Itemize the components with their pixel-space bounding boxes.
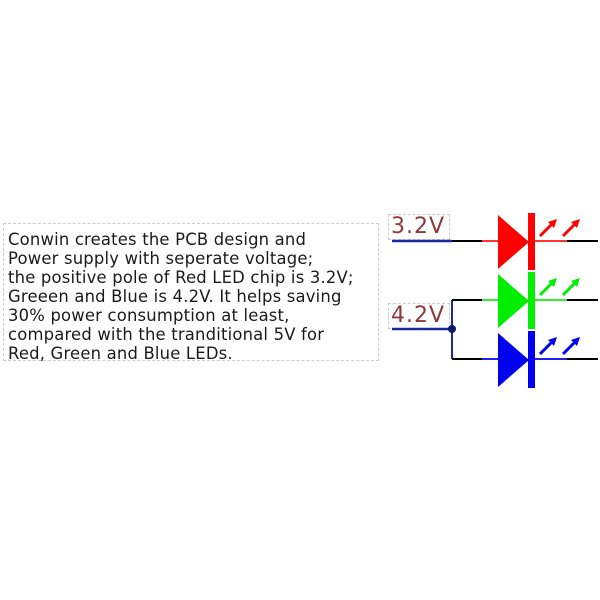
supply-4v2: [392, 300, 456, 359]
description-line: Red, Green and Blue LEDs.: [8, 344, 233, 363]
blue-led-cathode-bar: [528, 331, 535, 388]
red-led-circuit: [392, 213, 598, 270]
description-text-box: Conwin creates the PCB design and Power …: [3, 223, 379, 363]
green-led-cathode-bar: [528, 272, 535, 329]
description-line: Power supply with seperate voltage;: [8, 249, 314, 268]
red-led-icon: [498, 215, 529, 269]
green-led-icon: [498, 274, 529, 328]
blue-light-arrows-icon: [538, 337, 580, 356]
description-line: Conwin creates the PCB design and: [8, 230, 307, 249]
description-line: compared with the tranditional 5V for: [8, 325, 325, 344]
green-light-arrows-icon: [538, 278, 580, 297]
description-line: the positive pole of Red LED chip is 3.2…: [8, 268, 354, 287]
junction-dot-icon: [448, 325, 456, 333]
green-led-circuit: [452, 272, 598, 329]
blue-led-circuit: [452, 331, 598, 388]
red-led-cathode-bar: [528, 213, 535, 270]
voltage-label-3v2: 3.2V: [388, 214, 450, 240]
description-line: Greeen and Blue is 4.2V. It helps saving: [8, 287, 342, 306]
red-light-arrows-icon: [538, 219, 580, 238]
blue-led-icon: [498, 333, 529, 387]
description-line: 30% power consumption at least,: [8, 306, 290, 325]
